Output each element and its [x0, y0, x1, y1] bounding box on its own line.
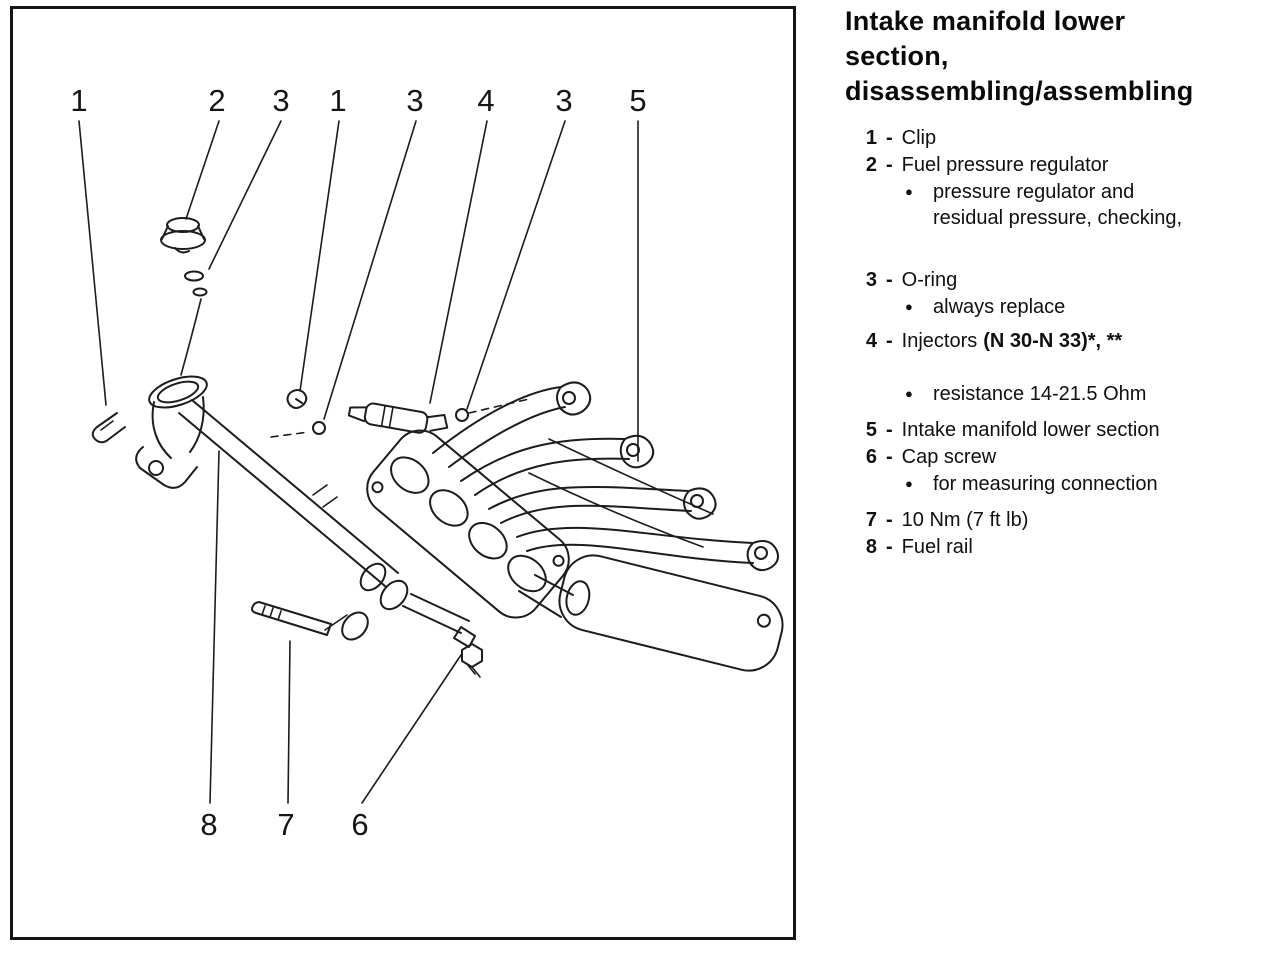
- exploded-view-svg: 1 2 3 1 3 4 3 5 8 7 6: [70, 83, 784, 842]
- bolt-drawing: [251, 601, 332, 636]
- fuel-rail-drawing: [178, 399, 476, 648]
- part-separator: -: [886, 536, 893, 559]
- small-clip-drawing: [286, 389, 308, 409]
- leader-lines: [78, 120, 639, 804]
- part-note-text: pressure regulator and residual pressure…: [933, 181, 1183, 230]
- cap-screw-drawing: [461, 643, 483, 678]
- part-label: 10 Nm (7 ft lb): [901, 509, 1029, 532]
- part-note-3: ● always replace: [845, 294, 1273, 320]
- callout-3a: 3: [272, 83, 289, 118]
- part-item-7: 7 - 10 Nm (7 ft lb): [845, 507, 1273, 534]
- part-number: 1: [865, 127, 877, 150]
- part-label-bold: (N 30-N 33)*, **: [983, 330, 1123, 353]
- part-number: 2: [865, 154, 877, 177]
- callout-2: 2: [208, 83, 225, 118]
- part-note-text: resistance 14-21.5 Ohm: [933, 383, 1147, 406]
- part-item-2: 2 - Fuel pressure regulator: [845, 152, 1273, 179]
- rail-inlet-drawing: [135, 375, 208, 489]
- part-number: 3: [865, 269, 877, 292]
- bullet-icon: ●: [905, 184, 913, 200]
- part-note-4: ● resistance 14-21.5 Ohm: [845, 381, 1273, 407]
- bullet-icon: ●: [905, 299, 913, 315]
- part-label: O-ring: [901, 269, 958, 292]
- callout-3b: 3: [406, 83, 423, 118]
- part-number: 5: [865, 419, 877, 442]
- callout-4: 4: [477, 83, 494, 118]
- assembly-dash-lines: [270, 398, 530, 438]
- callout-3c: 3: [555, 83, 572, 118]
- injector-drawing: [347, 402, 449, 434]
- part-item-8: 8 - Fuel rail: [845, 534, 1273, 561]
- part-label: Clip: [901, 127, 937, 150]
- page-title-line-2: section,: [845, 41, 949, 72]
- part-number: 4: [865, 330, 877, 353]
- callout-8: 8: [200, 807, 217, 842]
- callout-6: 6: [351, 807, 368, 842]
- legend-column: Intake manifold lower section, disassemb…: [845, 4, 1273, 561]
- part-item-4: 4 - Injectors (N 30-N 33)*, **: [845, 328, 1273, 355]
- part-label: Fuel rail: [901, 536, 973, 559]
- callout-1a: 1: [70, 83, 87, 118]
- part-item-6: 6 - Cap screw: [845, 444, 1273, 471]
- part-item-1: 1 - Clip: [845, 125, 1273, 152]
- o-ring-drawing: [312, 421, 326, 435]
- callout-5: 5: [629, 83, 646, 118]
- o-ring-drawing: [455, 408, 469, 422]
- page-title-line-3: disassembling/assembling: [845, 76, 1194, 107]
- clip-drawing: [91, 412, 126, 444]
- part-item-5: 5 - Intake manifold lower section: [845, 417, 1273, 444]
- bullet-icon: ●: [905, 386, 913, 402]
- parts-list: 1 - Clip 2 - Fuel pressure regulator ● p…: [845, 125, 1273, 561]
- exploded-diagram-frame: 1 2 3 1 3 4 3 5 8 7 6: [10, 6, 796, 940]
- part-item-3: 3 - O-ring: [845, 267, 1273, 294]
- part-note-text: always replace: [933, 296, 1066, 319]
- part-label: Intake manifold lower section: [901, 419, 1160, 442]
- part-label: Injectors: [901, 330, 978, 353]
- part-label: Cap screw: [901, 446, 997, 469]
- part-separator: -: [886, 269, 893, 292]
- part-note-6: ● for measuring connection: [845, 471, 1273, 497]
- part-number: 8: [865, 536, 877, 559]
- bullet-icon: ●: [905, 476, 913, 492]
- part-separator: -: [886, 446, 893, 469]
- callout-7: 7: [277, 807, 294, 842]
- part-note-2: ● pressure regulator and residual pressu…: [845, 179, 1273, 231]
- callout-1b: 1: [329, 83, 346, 118]
- part-label: Fuel pressure regulator: [901, 154, 1109, 177]
- part-separator: -: [886, 509, 893, 532]
- part-separator: -: [886, 127, 893, 150]
- part-note-text: for measuring connection: [933, 473, 1158, 496]
- pressure-regulator-drawing: [160, 217, 208, 376]
- part-separator: -: [886, 154, 893, 177]
- manifold-body-drawing: [432, 381, 784, 672]
- part-separator: -: [886, 419, 893, 442]
- manifold-flange-drawing: [366, 429, 570, 619]
- page-title: Intake manifold lower section, disassemb…: [845, 4, 1273, 109]
- callout-numbers: 1 2 3 1 3 4 3 5 8 7 6: [70, 83, 646, 842]
- part-separator: -: [886, 330, 893, 353]
- part-number: 6: [865, 446, 877, 469]
- part-number: 7: [865, 509, 877, 532]
- page-title-line-1: Intake manifold lower: [845, 6, 1126, 36]
